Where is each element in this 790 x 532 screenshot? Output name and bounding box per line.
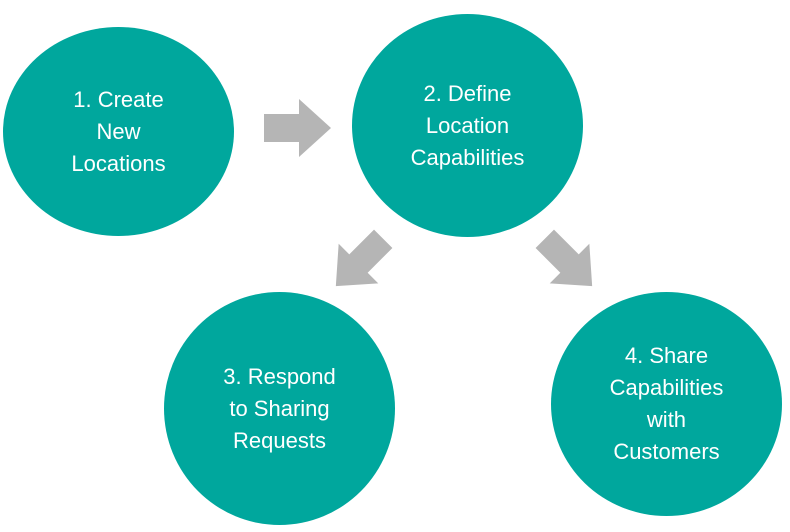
step-share-capabilities-with-customers: 4. Share Capabilities with Customers xyxy=(551,292,782,516)
step-create-new-locations: 1. Create New Locations xyxy=(3,27,234,236)
arrow-right-icon xyxy=(264,99,331,157)
arrow-down-left-icon xyxy=(335,229,393,287)
step-2-label: 2. Define Location Capabilities xyxy=(410,80,525,170)
step-4-label: 4. Share Capabilities with Customers xyxy=(609,343,724,464)
arrow-down-right-icon xyxy=(535,229,593,287)
step-respond-to-sharing-requests: 3. Respond to Sharing Requests xyxy=(164,292,395,525)
step-3-label: 3. Respond to Sharing Requests xyxy=(223,363,336,453)
step-define-location-capabilities: 2. Define Location Capabilities xyxy=(352,14,583,237)
step-1-label: 1. Create New Locations xyxy=(71,86,166,176)
